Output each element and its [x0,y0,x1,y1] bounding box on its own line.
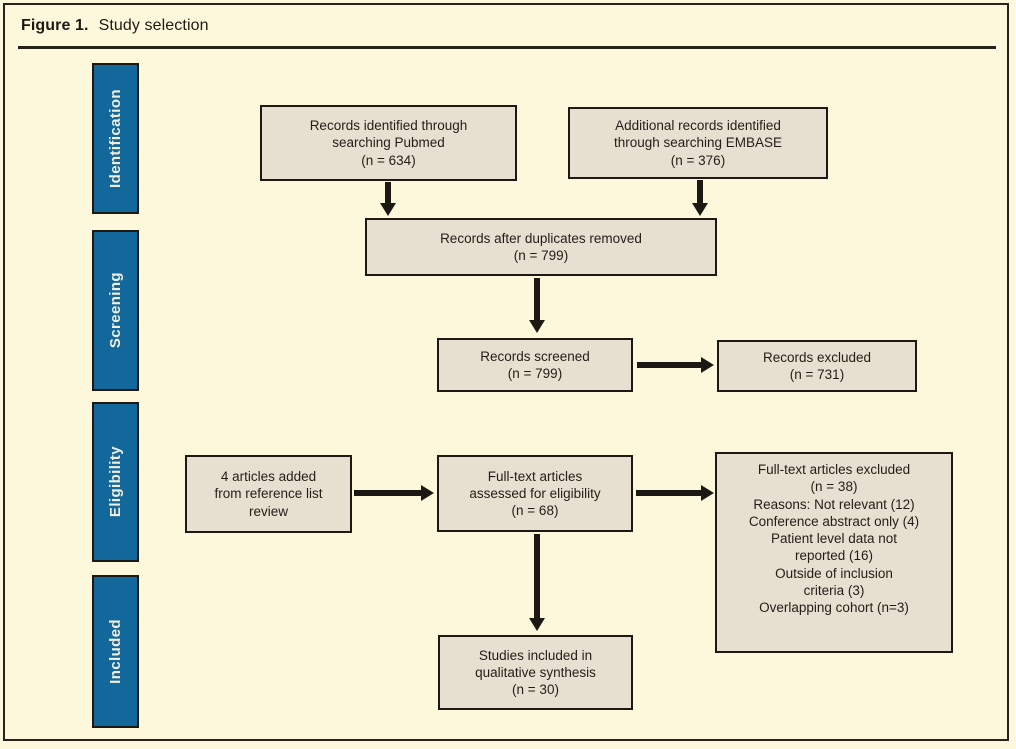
node-qualitative-synthesis-text: Studies included in qualitative synthesi… [475,647,596,698]
stage-identification-label: Identification [107,89,124,188]
node-reference-list-added-text: 4 articles added from reference list rev… [214,469,323,519]
arrow-screened-to-excluded [637,357,714,373]
stage-included-label: Included [107,619,124,684]
node-duplicates-removed: Records after duplicates removed (n = 79… [365,218,717,276]
node-fulltext-excluded-text: Full-text articles excluded (n = 38) Rea… [748,462,920,616]
node-records-excluded: Records excluded (n = 731) [717,340,917,392]
figure-number-label: Figure 1. [21,17,89,34]
node-records-excluded-text: Records excluded (n = 731) [762,349,872,382]
arrow-fulltext-to-synthesis [529,534,545,631]
node-fulltext-assessed-text: Full-text articles assessed for eligibil… [469,468,601,519]
arrow-pubmed-to-duplicates [380,182,396,216]
arrow-duplicates-to-screened [529,278,545,333]
node-fulltext-assessed: Full-text articles assessed for eligibil… [437,455,633,532]
node-fulltext-excluded: Full-text articles excluded (n = 38) Rea… [715,452,953,653]
node-records-pubmed: Records identified through searching Pub… [260,105,517,181]
stage-screening: Screening [92,230,139,391]
stage-eligibility-label: Eligibility [107,446,124,518]
stage-identification: Identification [92,63,139,214]
node-duplicates-removed-text: Records after duplicates removed (n = 79… [440,230,642,263]
node-qualitative-synthesis: Studies included in qualitative synthesi… [438,635,633,710]
stage-included: Included [92,575,139,728]
arrow-embase-to-duplicates [692,180,708,216]
node-reference-list-added: 4 articles added from reference list rev… [185,455,352,533]
arrow-reference-to-fulltext [354,485,434,501]
stage-screening-label: Screening [107,272,124,349]
node-records-embase-text: Additional records identified through se… [613,118,783,168]
arrow-fulltext-to-excluded [636,485,714,501]
stage-eligibility: Eligibility [92,402,139,562]
title-divider-rule [18,46,996,49]
node-records-screened-text: Records screened (n = 799) [480,348,590,381]
node-records-pubmed-text: Records identified through searching Pub… [309,118,468,168]
figure-title: Figure 1. Study selection [21,17,209,35]
node-records-screened: Records screened (n = 799) [437,338,633,392]
figure-caption: Study selection [98,17,209,34]
node-records-embase: Additional records identified through se… [568,107,828,179]
